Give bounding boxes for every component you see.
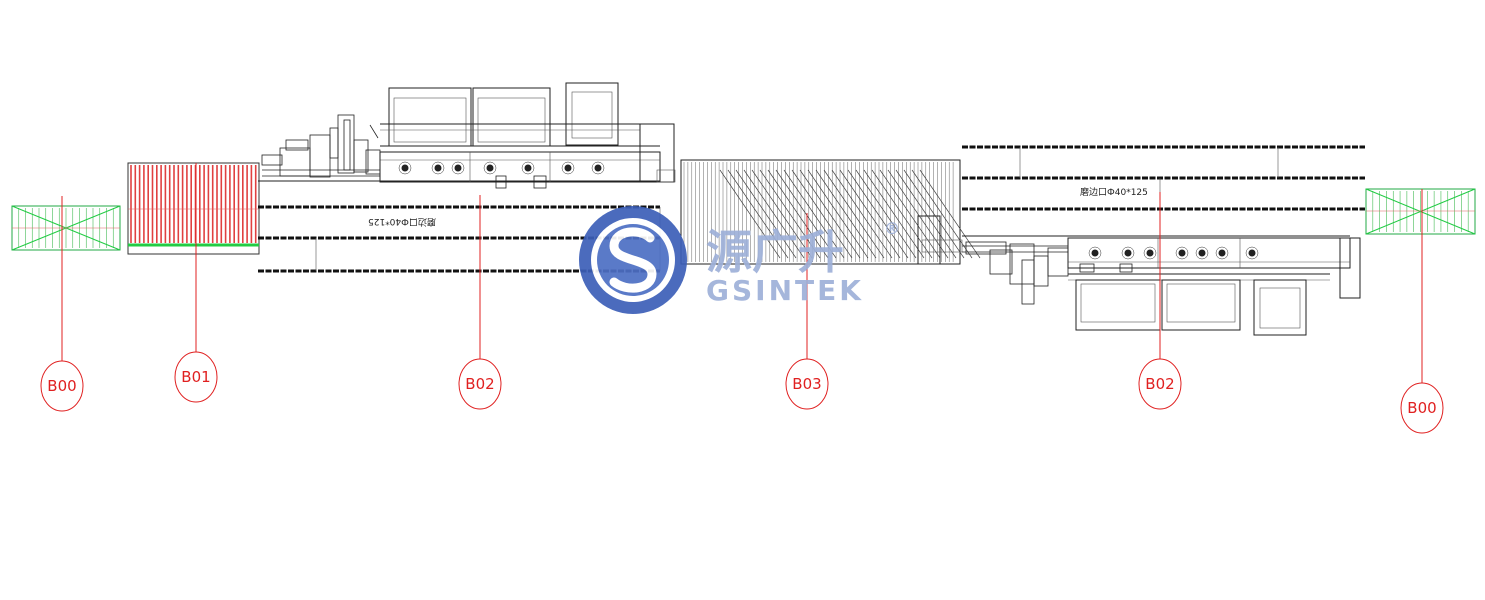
station-b02-right (962, 145, 1365, 336)
brand-name-en: GSINTEK (706, 274, 864, 307)
watermark: 源广升 ® GSINTEK (579, 206, 900, 314)
callout-label: B00 (1407, 399, 1436, 417)
callout-balloon (174, 351, 218, 403)
station-b00-left (11, 205, 121, 251)
station-b01 (127, 162, 260, 255)
station-b00-right (1365, 188, 1476, 235)
callout-label: B03 (792, 375, 821, 393)
callout-label: B02 (1145, 375, 1174, 393)
registered-mark: ® (884, 219, 900, 238)
callout-balloon (785, 358, 829, 410)
callout-label: B02 (465, 375, 494, 393)
callout-balloon (1138, 358, 1182, 410)
grinding-spec-left: 磨边口Ф40*125 (368, 216, 436, 227)
callout-label: B01 (181, 368, 210, 386)
callout-label: B00 (47, 377, 76, 395)
callout-balloon (458, 358, 502, 410)
grinding-spec-right: 磨边口Ф40*125 (1080, 187, 1148, 198)
gsintek-logo-icon (579, 206, 687, 314)
station-b03 (680, 159, 981, 265)
callout-balloon (1400, 382, 1444, 434)
brand-name-cn: 源广升 (706, 225, 844, 279)
callout-balloon (40, 360, 84, 412)
